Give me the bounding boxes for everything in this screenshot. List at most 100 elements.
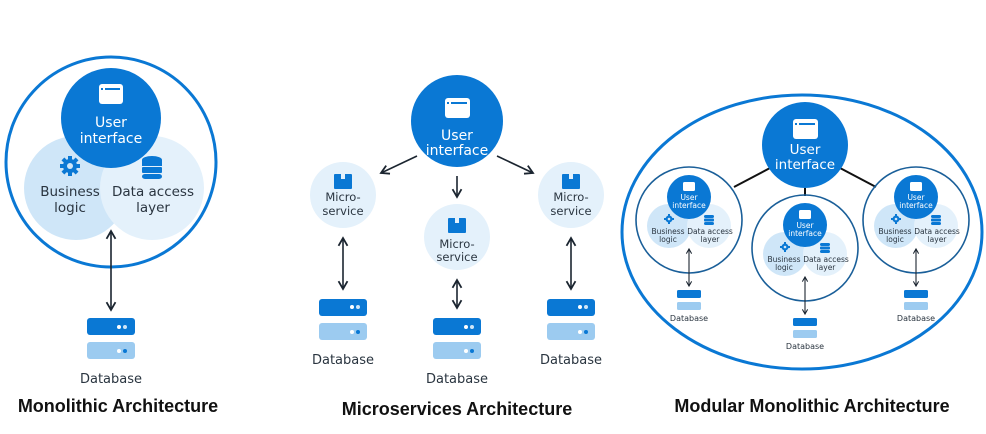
server-unit	[793, 318, 817, 326]
window-frame	[799, 210, 811, 219]
gear-hole	[783, 245, 787, 249]
gear-icon	[891, 214, 901, 224]
server-unit	[677, 302, 701, 310]
server-unit	[677, 290, 701, 298]
business-label-line1: Business	[878, 227, 911, 236]
business-label-line2: logic	[54, 200, 86, 216]
data-access-label-line1: Data access	[687, 227, 733, 236]
database-stack-icon	[142, 156, 162, 179]
db-layer	[820, 250, 830, 253]
service-label-line2: service	[550, 204, 591, 218]
microservices-section: User interface Micro- service Database	[310, 75, 604, 419]
ui-label-line2: interface	[788, 229, 822, 238]
user-interface-circle	[411, 75, 503, 167]
service-label-line1: Micro-	[439, 237, 474, 251]
ui-to-service-arrow	[379, 155, 418, 175]
gear-hole	[894, 217, 898, 221]
ui-label-line2: interface	[426, 143, 488, 159]
business-label-line1: Business	[767, 255, 800, 264]
ui-label-line1: User	[907, 193, 925, 202]
data-access-label-line1: Data access	[914, 227, 960, 236]
window-icon	[683, 182, 695, 191]
service-label-line1: Micro-	[553, 190, 588, 204]
server-icon	[87, 318, 135, 359]
business-label-line1: Business	[651, 227, 684, 236]
monolithic-title: Monolithic Architecture	[18, 396, 218, 416]
gear-icon	[780, 242, 790, 252]
ui-label-line2: interface	[672, 201, 706, 210]
database-label: Database	[786, 342, 824, 351]
server-icon	[547, 299, 595, 340]
box-icon	[334, 174, 352, 189]
db-layer	[704, 222, 714, 225]
server-icon	[319, 299, 367, 340]
database-label: Database	[312, 353, 374, 368]
ui-label-line1: User	[796, 221, 814, 230]
user-interface-circle	[894, 175, 938, 219]
business-label-line2: logic	[659, 235, 677, 244]
server-icon	[677, 290, 701, 310]
server-icon	[433, 318, 481, 359]
box-icon	[448, 218, 466, 233]
ui-to-service-arrow	[496, 155, 535, 175]
db-layer	[704, 218, 714, 222]
window-icon	[793, 119, 818, 139]
database-stack-icon	[820, 243, 830, 253]
db-layer	[931, 218, 941, 222]
data-access-label-line2: layer	[136, 200, 170, 216]
server-unit	[793, 330, 817, 338]
gear-icon	[664, 214, 674, 224]
database-label: Database	[670, 314, 708, 323]
business-label-line2: logic	[886, 235, 904, 244]
ui-label-line1: User	[680, 193, 698, 202]
ui-label-line1: User	[95, 115, 127, 131]
ui-label-line2: interface	[899, 201, 933, 210]
server-icon	[904, 290, 928, 310]
user-interface-circle	[61, 68, 161, 168]
database-label: Database	[897, 314, 935, 323]
data-access-label-line1: Data access	[112, 184, 194, 200]
microservice-node: Micro- service	[424, 204, 490, 270]
window-frame	[683, 182, 695, 191]
business-label-line1: Business	[40, 184, 100, 200]
db-layer	[820, 246, 830, 250]
database-label: Database	[426, 372, 488, 387]
data-access-label-line1: Data access	[803, 255, 849, 264]
user-interface-circle	[762, 102, 848, 188]
window-icon	[910, 182, 922, 191]
service-label-line2: service	[436, 250, 477, 264]
modular-title: Modular Monolithic Architecture	[674, 396, 949, 416]
window-icon	[445, 98, 470, 118]
monolithic-section: User interface Business logic Data acces…	[4, 55, 218, 416]
ui-label-line2: interface	[80, 131, 142, 147]
data-access-label-line2: layer	[928, 235, 948, 244]
gear-hole	[667, 217, 671, 221]
data-access-label-line2: layer	[817, 263, 837, 272]
db-layer	[820, 243, 830, 246]
database-label: Database	[540, 353, 602, 368]
modular-section: User interface UserinterfaceBusinesslogi…	[620, 93, 984, 416]
database-stack-icon	[704, 215, 714, 225]
database-label: Database	[80, 372, 142, 387]
user-interface-circle	[667, 175, 711, 219]
db-layer	[931, 215, 941, 218]
microservices-title: Microservices Architecture	[342, 399, 572, 419]
server-unit	[904, 302, 928, 310]
user-interface-circle	[783, 203, 827, 247]
ui-label-line1: User	[790, 142, 821, 158]
gear-icon	[60, 156, 80, 176]
service-label-line2: service	[322, 204, 363, 218]
ui-module-connector	[733, 167, 771, 188]
box-icon	[562, 174, 580, 189]
server-unit	[904, 290, 928, 298]
service-label-line1: Micro-	[325, 190, 360, 204]
db-layer	[931, 222, 941, 225]
microservice-node: Micro- service	[538, 162, 604, 228]
business-label-line2: logic	[775, 263, 793, 272]
ui-label-line2: interface	[775, 157, 835, 173]
microservice-node: Micro- service	[310, 162, 376, 228]
